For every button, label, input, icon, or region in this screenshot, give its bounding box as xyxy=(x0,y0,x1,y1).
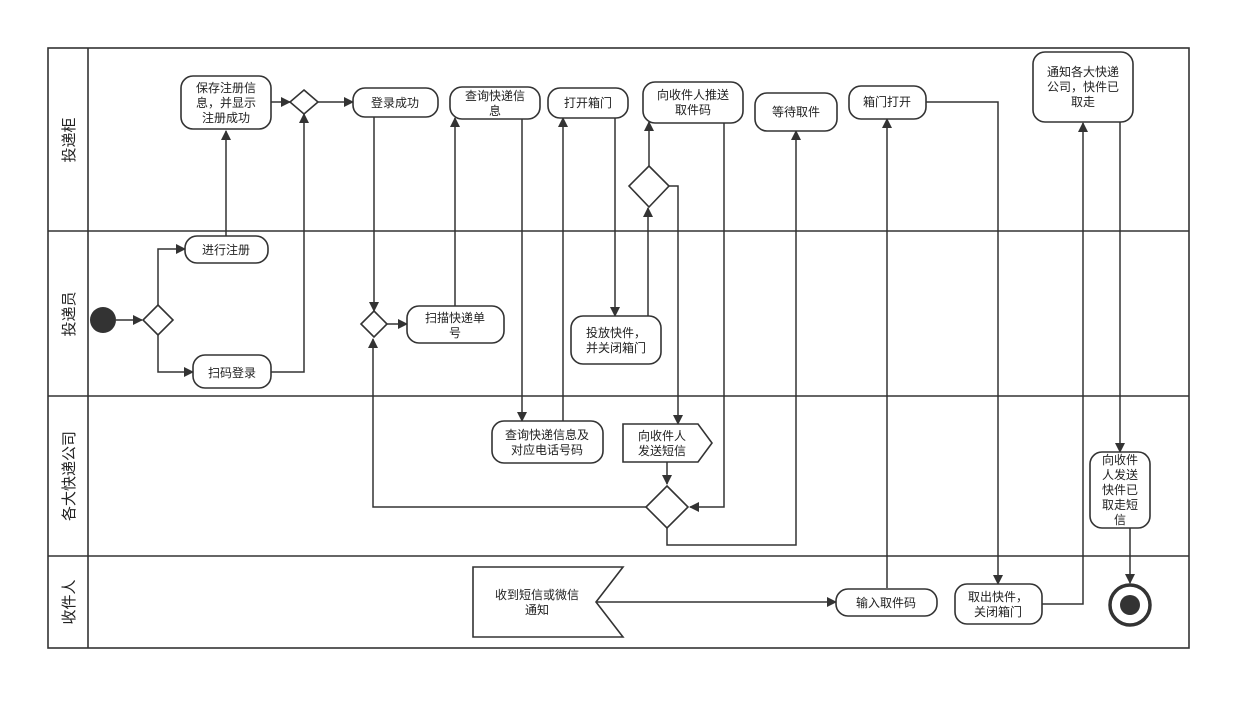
label-input-code: 输入取件码 xyxy=(856,595,916,610)
label-save-register: 保存注册信息，并显示注册成功 xyxy=(196,80,256,125)
start-node xyxy=(90,307,116,333)
node-take-out xyxy=(954,583,1043,625)
node-input-code xyxy=(835,588,938,617)
decision-diamond-login xyxy=(141,303,175,337)
label-take-out: 取出快件，关闭箱门 xyxy=(968,590,1028,619)
label-notify-companies: 通知各大快递公司，快件已取走 xyxy=(1047,64,1119,109)
signal-send-sms xyxy=(622,423,713,463)
merge-diamond-scan xyxy=(359,309,389,339)
node-open-box xyxy=(547,87,629,119)
node-put-parcel xyxy=(570,315,662,365)
node-save-register xyxy=(180,75,272,130)
end-node xyxy=(1108,583,1152,627)
label-send-sms: 向收件人发送短信 xyxy=(638,428,686,458)
label-wait-pickup: 等待取件 xyxy=(772,105,820,119)
decision-diamond-sms xyxy=(644,484,690,530)
edge-boxopen-to-takeout xyxy=(926,101,1003,585)
node-wait-pickup xyxy=(754,92,838,132)
decision-diamond-put xyxy=(627,164,671,209)
node-scan-number xyxy=(406,305,505,344)
node-scan-login xyxy=(192,354,272,389)
node-box-open xyxy=(848,85,927,120)
signal-receive-notice xyxy=(472,566,625,638)
edge-decision-to-register xyxy=(157,244,186,305)
label-scan-number: 扫描快递单号 xyxy=(425,311,485,340)
lane-label-courier: 投递员 xyxy=(60,291,78,336)
node-push-code xyxy=(642,81,744,124)
edge-decision-to-scanlogin xyxy=(157,335,194,377)
connectors xyxy=(116,97,1135,607)
lane-label-recipient: 收件人 xyxy=(60,579,78,624)
label-open-box: 打开箱门 xyxy=(564,95,612,110)
label-do-register: 进行注册 xyxy=(202,242,250,257)
node-query-phone xyxy=(491,420,604,464)
label-scan-login: 扫码登录 xyxy=(208,365,256,380)
label-receive-notice: 收到短信或微信通知 xyxy=(495,588,579,617)
edge-decision-to-merge xyxy=(368,338,646,508)
label-sms-picked: 向收件人发送快件已取走短信 xyxy=(1102,452,1138,527)
edge-decision-to-sms xyxy=(669,185,683,425)
lane-label-cabinet: 投递柜 xyxy=(60,117,78,162)
edge-scanlogin-to-decision xyxy=(271,113,309,373)
node-sms-picked xyxy=(1089,451,1151,529)
node-login-success xyxy=(352,87,439,118)
lane-label-company: 各大快递公司 xyxy=(60,431,78,521)
node-do-register xyxy=(184,235,269,264)
edge-push-to-decision xyxy=(689,123,725,512)
label-login-success: 登录成功 xyxy=(371,95,419,110)
swimlane-frame xyxy=(47,47,1190,649)
label-query-info: 查询快递信息 xyxy=(465,89,525,118)
decision-diamond-register xyxy=(288,88,320,116)
edge-takeout-to-notify xyxy=(1042,122,1088,605)
label-box-open: 箱门打开 xyxy=(863,94,911,109)
label-put-parcel: 投放快件，并关闭箱门 xyxy=(586,325,646,355)
node-notify-companies xyxy=(1032,51,1134,123)
edge-decision-to-wait xyxy=(666,130,801,546)
node-query-info xyxy=(449,86,541,120)
label-query-phone: 查询快递信息及对应电话号码 xyxy=(505,427,589,457)
label-push-code: 向收件人推送取件码 xyxy=(657,87,729,117)
